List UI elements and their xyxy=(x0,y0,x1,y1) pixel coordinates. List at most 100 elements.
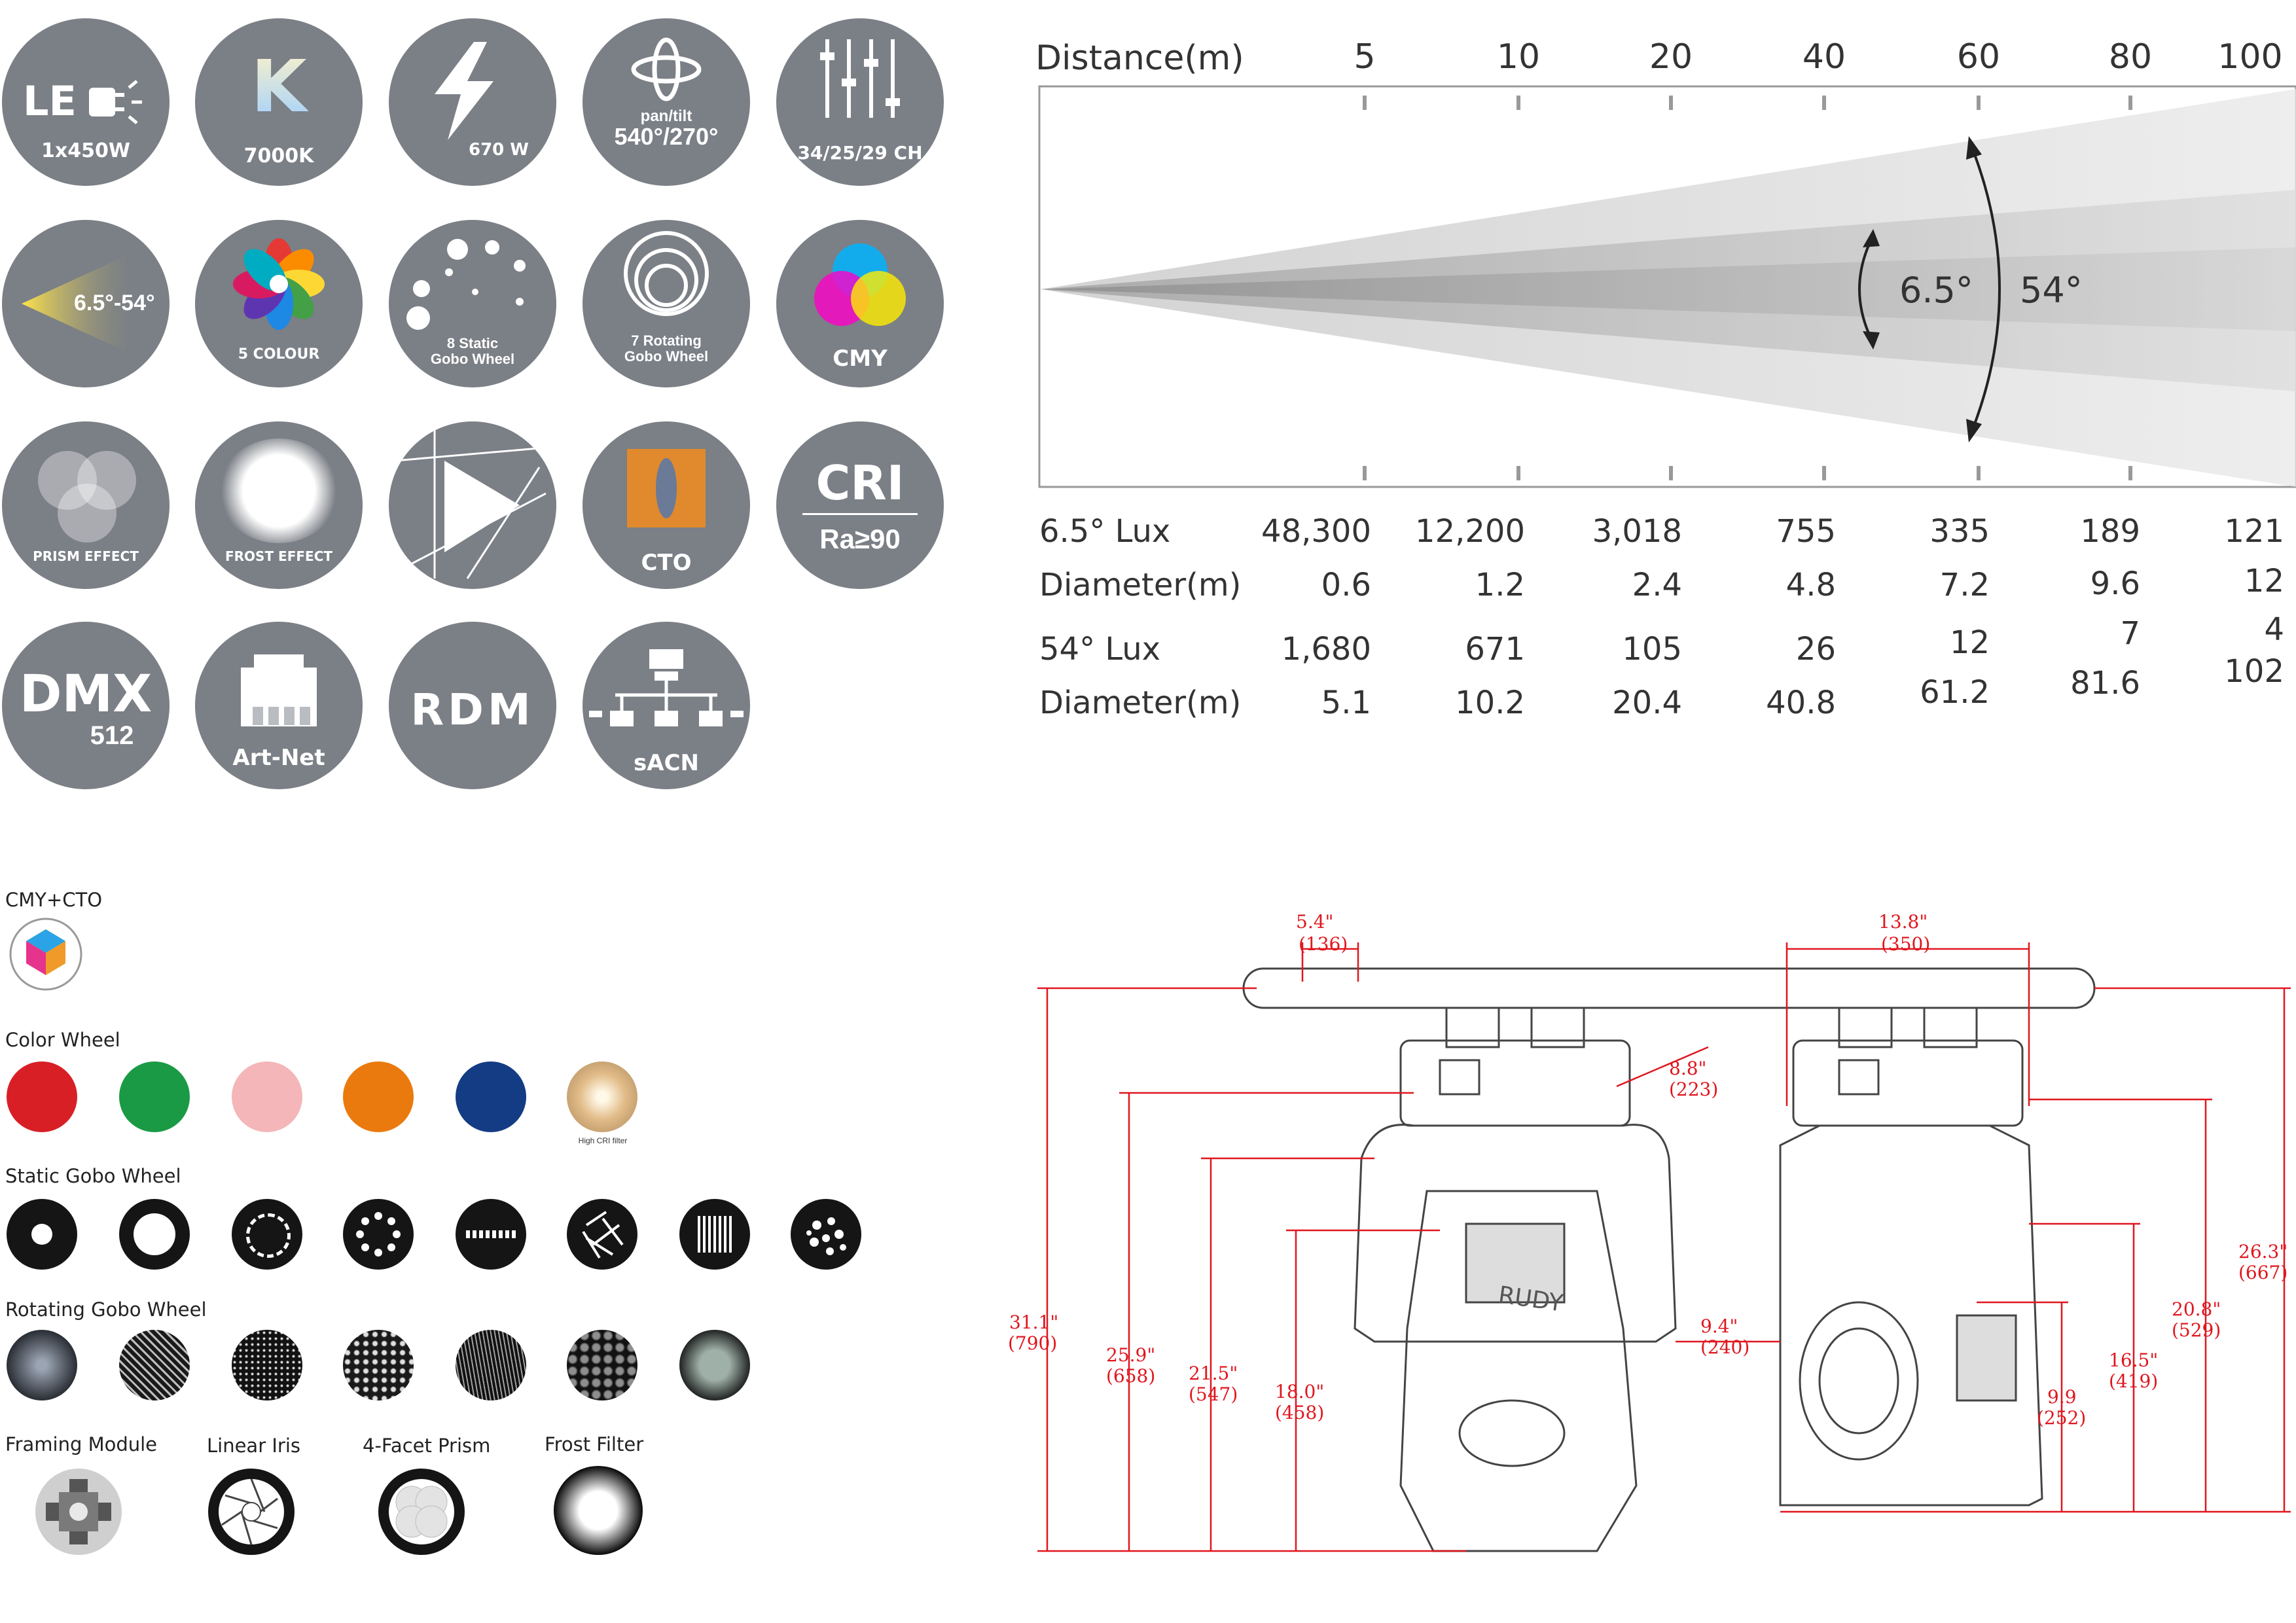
color-swatch-orange xyxy=(343,1061,414,1132)
rot-gobo-line2: Gobo Wheel xyxy=(624,348,709,365)
dim-667-in: 26.3" xyxy=(2238,1241,2287,1262)
wide-angle-label: 54° xyxy=(2020,270,2083,311)
row2-v5: 7.2 xyxy=(1940,567,1990,603)
pan-tilt-label: pan/tilt xyxy=(640,107,692,125)
colour-icon: 5 COLOUR xyxy=(195,220,363,387)
plug-icon xyxy=(89,80,142,124)
iris-icon xyxy=(208,1469,295,1555)
narrow-angle-arc xyxy=(1858,235,1874,344)
framing-icon xyxy=(389,421,556,589)
beam-angle-diagram: Distance(m) 5 10 20 40 60 80 100 6.5° 54… xyxy=(1035,37,2296,721)
prism-circles-icon xyxy=(38,451,136,543)
narrow-angle-label: 6.5° xyxy=(1899,270,1973,311)
dim-458-mm: (458) xyxy=(1275,1402,1324,1423)
colour-label: 5 COLOUR xyxy=(238,346,320,363)
row4-v6: 81.6 xyxy=(2070,665,2140,702)
rdm-label: RDM xyxy=(410,685,535,735)
row3-v5: 12 xyxy=(1950,624,1990,661)
network-icon xyxy=(589,649,744,726)
fixture-outline-right xyxy=(1779,1007,2043,1507)
high-cri-label: High CRI filter xyxy=(578,1136,628,1145)
static-gobo-3 xyxy=(232,1199,302,1270)
static-gobo-4 xyxy=(343,1199,414,1270)
distance-20: 20 xyxy=(1649,37,1693,77)
distance-5: 5 xyxy=(1354,37,1375,77)
rgb-circles-icon xyxy=(814,243,906,326)
row3-v4: 26 xyxy=(1796,631,1836,668)
lightning-icon xyxy=(435,42,493,140)
artnet-icon: Art-Net xyxy=(195,622,363,789)
wide-angle-arc xyxy=(1969,142,2001,437)
rotating-gobo-2 xyxy=(119,1330,190,1400)
frost-label: FROST EFFECT xyxy=(224,548,333,564)
dim-252-mm: (252) xyxy=(2037,1407,2086,1429)
color-swatch-green xyxy=(119,1061,190,1132)
arc-arrow-top-small xyxy=(1863,229,1880,247)
rotating-gobo-3 xyxy=(232,1330,302,1400)
row3-v2: 671 xyxy=(1465,631,1525,668)
narrow-beam xyxy=(1041,247,2296,331)
distance-10: 10 xyxy=(1497,37,1540,77)
k-letter: K xyxy=(195,45,363,128)
static-gobo-1 xyxy=(7,1199,77,1270)
cri-divider xyxy=(802,513,918,515)
rotating-gobo-5 xyxy=(456,1330,526,1400)
color-wheel-label: Color Wheel xyxy=(5,1029,120,1051)
linear-iris-label: Linear Iris xyxy=(207,1435,300,1457)
dots-icon xyxy=(406,239,526,330)
rings-icon xyxy=(624,231,709,316)
row4-v3: 20.4 xyxy=(1612,685,1682,721)
dmx-icon: DMX 512 xyxy=(2,622,170,789)
row2-v6: 9.6 xyxy=(2090,565,2140,602)
row2-label: Diameter(m) xyxy=(1039,567,1241,603)
feature-icons: LE 1x450W K 7000K 670 W pan/tilt 540°/27… xyxy=(0,0,944,789)
static-gobo-2 xyxy=(119,1199,190,1270)
row1-v7: 121 xyxy=(2224,513,2284,550)
frost-glow xyxy=(219,438,339,543)
dimension-drawing: RUDY 5.4" (136) 13.8" (350) 8.8" (223) 3… xyxy=(1008,911,2291,1552)
static-gobo-label: Static Gobo Wheel xyxy=(5,1165,181,1187)
row2-v4: 4.8 xyxy=(1786,567,1836,603)
zoom-icon: 6.5°-54° xyxy=(2,220,170,387)
framing-module-label: Framing Module xyxy=(5,1433,158,1455)
rotating-gobo-7 xyxy=(679,1330,750,1400)
framing-module-icon xyxy=(35,1469,122,1555)
cmy-icon: CMY xyxy=(776,220,944,387)
dim-223-mm: (223) xyxy=(1669,1079,1718,1100)
dim-547-mm: (547) xyxy=(1189,1383,1238,1405)
distance-values: 5 10 20 40 60 80 100 xyxy=(1354,37,2282,77)
dim-240-mm: (240) xyxy=(1700,1336,1749,1358)
high-cri-swatch xyxy=(567,1061,637,1132)
row1-v6: 189 xyxy=(2080,513,2140,550)
channels-icon: 34/25/29 CH xyxy=(776,18,944,186)
rotating-gobo-1 xyxy=(7,1330,77,1400)
frost-filter-icon xyxy=(554,1466,643,1555)
led-power: 1x450W xyxy=(41,139,130,162)
distance-100: 100 xyxy=(2217,37,2282,77)
static-gobo-5 xyxy=(456,1199,526,1270)
cri-value: Ra≥90 xyxy=(819,524,901,554)
frost-filter-label: Frost Filter xyxy=(545,1433,644,1455)
dim-790-mm: (790) xyxy=(1008,1332,1057,1354)
rotating-gobo-label: Rotating Gobo Wheel xyxy=(5,1298,207,1321)
cto-label: CTO xyxy=(641,550,692,576)
row4-v5: 61.2 xyxy=(1920,674,1990,711)
frost-icon: FROST EFFECT xyxy=(195,421,363,589)
dim-667-mm: (667) xyxy=(2238,1262,2287,1283)
led-text: LE xyxy=(23,77,77,125)
static-gobo-6 xyxy=(567,1199,637,1270)
dim-136-in: 5.4" xyxy=(1296,911,1333,933)
row2-v1: 0.6 xyxy=(1321,567,1371,603)
rotating-gobo-4 xyxy=(343,1330,414,1400)
led-icon: LE 1x450W xyxy=(2,18,170,186)
dim-240-in: 9.4" xyxy=(1700,1315,1738,1337)
dim-529-in: 20.8" xyxy=(2172,1298,2221,1320)
row3-v1: 1,680 xyxy=(1282,631,1371,668)
cto-filter-icon xyxy=(627,449,706,527)
row2-v7: 12 xyxy=(2244,563,2284,599)
row2-v2: 1.2 xyxy=(1475,567,1525,603)
tick-marks xyxy=(1363,96,2132,480)
wheel-catalogue: CMY+CTO Color Wheel High CRI filter Stat… xyxy=(0,877,916,1610)
fader-icon xyxy=(820,39,900,118)
fixture-outline-left xyxy=(1242,967,2096,1552)
